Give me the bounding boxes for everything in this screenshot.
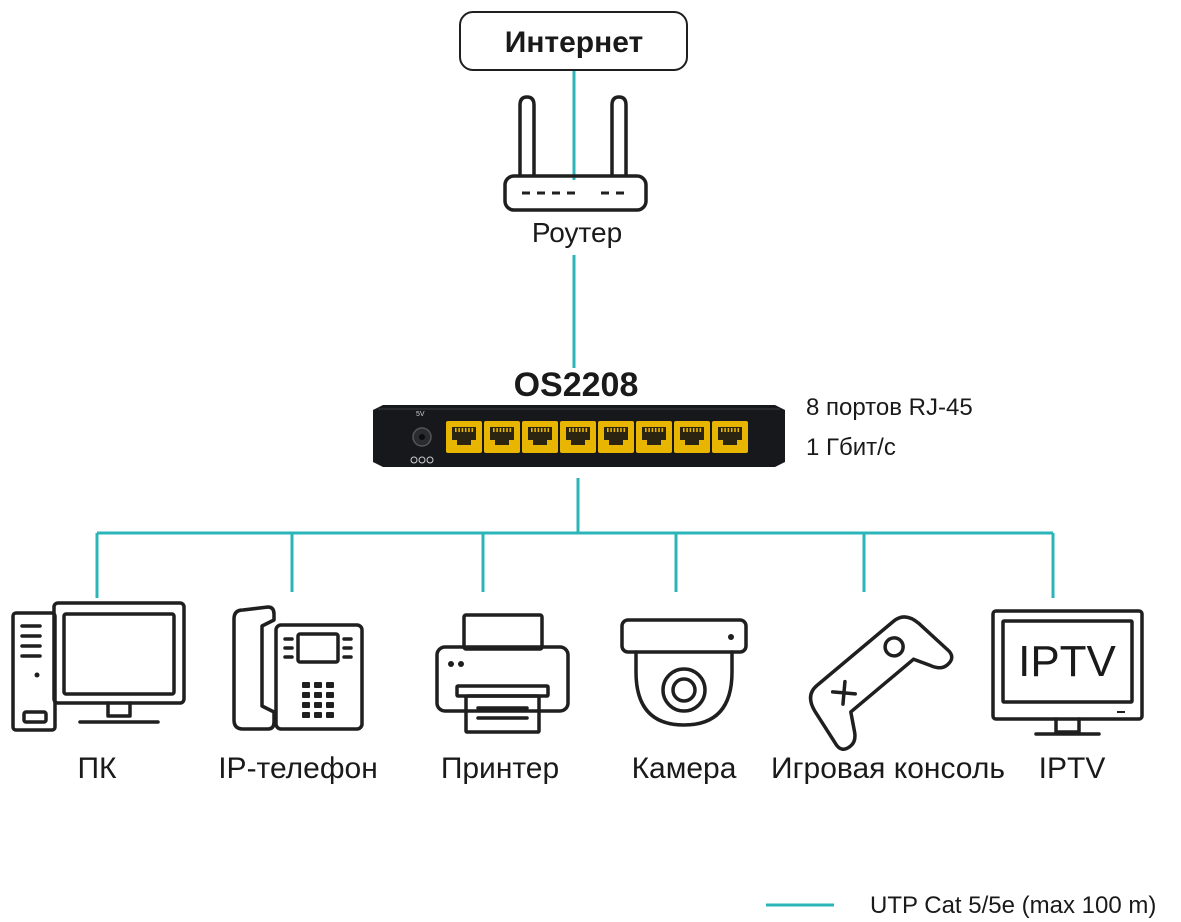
device-label-camera: Камера: [632, 752, 737, 785]
switch-power-label: 5V: [416, 411, 425, 418]
internet-box: [459, 11, 688, 71]
keypad-key: [302, 692, 310, 698]
keypad-key: [326, 712, 334, 718]
keypad-key: [302, 702, 310, 708]
device-label-ip-phone: IP-телефон: [218, 752, 378, 785]
rj45-port-5: [598, 421, 634, 453]
keypad-key: [314, 682, 322, 688]
device-label-console: Игровая консоль: [771, 752, 1005, 785]
rj45-port-2: [484, 421, 520, 453]
port-bank: [446, 421, 748, 453]
keypad-key: [326, 692, 334, 698]
legend: UTP Cat 5/5e (max 100 m): [766, 892, 1156, 919]
switch-device: 5V: [373, 405, 785, 467]
tv-screen-text: IPTV: [1018, 637, 1116, 686]
ip-phone-icon: [232, 605, 364, 731]
internet-label: Интернет: [505, 26, 644, 59]
keypad-key: [326, 682, 334, 688]
device-label-pc: ПК: [77, 752, 117, 785]
switch-spec-speed: 1 Гбит/с: [806, 434, 896, 461]
printer-icon: [435, 613, 570, 734]
rj45-port-1: [446, 421, 482, 453]
keypad-key: [302, 682, 310, 688]
polarity-icon: [410, 456, 434, 464]
keypad: [302, 682, 334, 718]
internet-node: Интернет: [459, 11, 688, 71]
switch-model-label: OS2208: [514, 366, 639, 404]
rj45-port-8: [712, 421, 748, 453]
device-label-printer: Принтер: [441, 752, 559, 785]
legend-label: UTP Cat 5/5e (max 100 m): [870, 892, 1156, 919]
rj45-port-7: [674, 421, 710, 453]
tv-icon: [991, 609, 1144, 736]
rj45-port-6: [636, 421, 672, 453]
keypad-key: [314, 692, 322, 698]
router-label: Роутер: [532, 217, 622, 248]
gamepad-icon: [808, 615, 954, 751]
keypad-key: [314, 712, 322, 718]
keypad-key: [314, 702, 322, 708]
switch-spec-ports: 8 портов RJ-45: [806, 394, 973, 421]
rj45-port-3: [522, 421, 558, 453]
keypad-key: [302, 712, 310, 718]
keypad-key: [326, 702, 334, 708]
rj45-port-4: [560, 421, 596, 453]
device-label-iptv: IPTV: [1039, 752, 1106, 785]
cable-lines: [95, 70, 1055, 598]
router-icon: [503, 95, 648, 212]
pc-icon: [11, 601, 186, 732]
camera-icon: [620, 618, 748, 727]
